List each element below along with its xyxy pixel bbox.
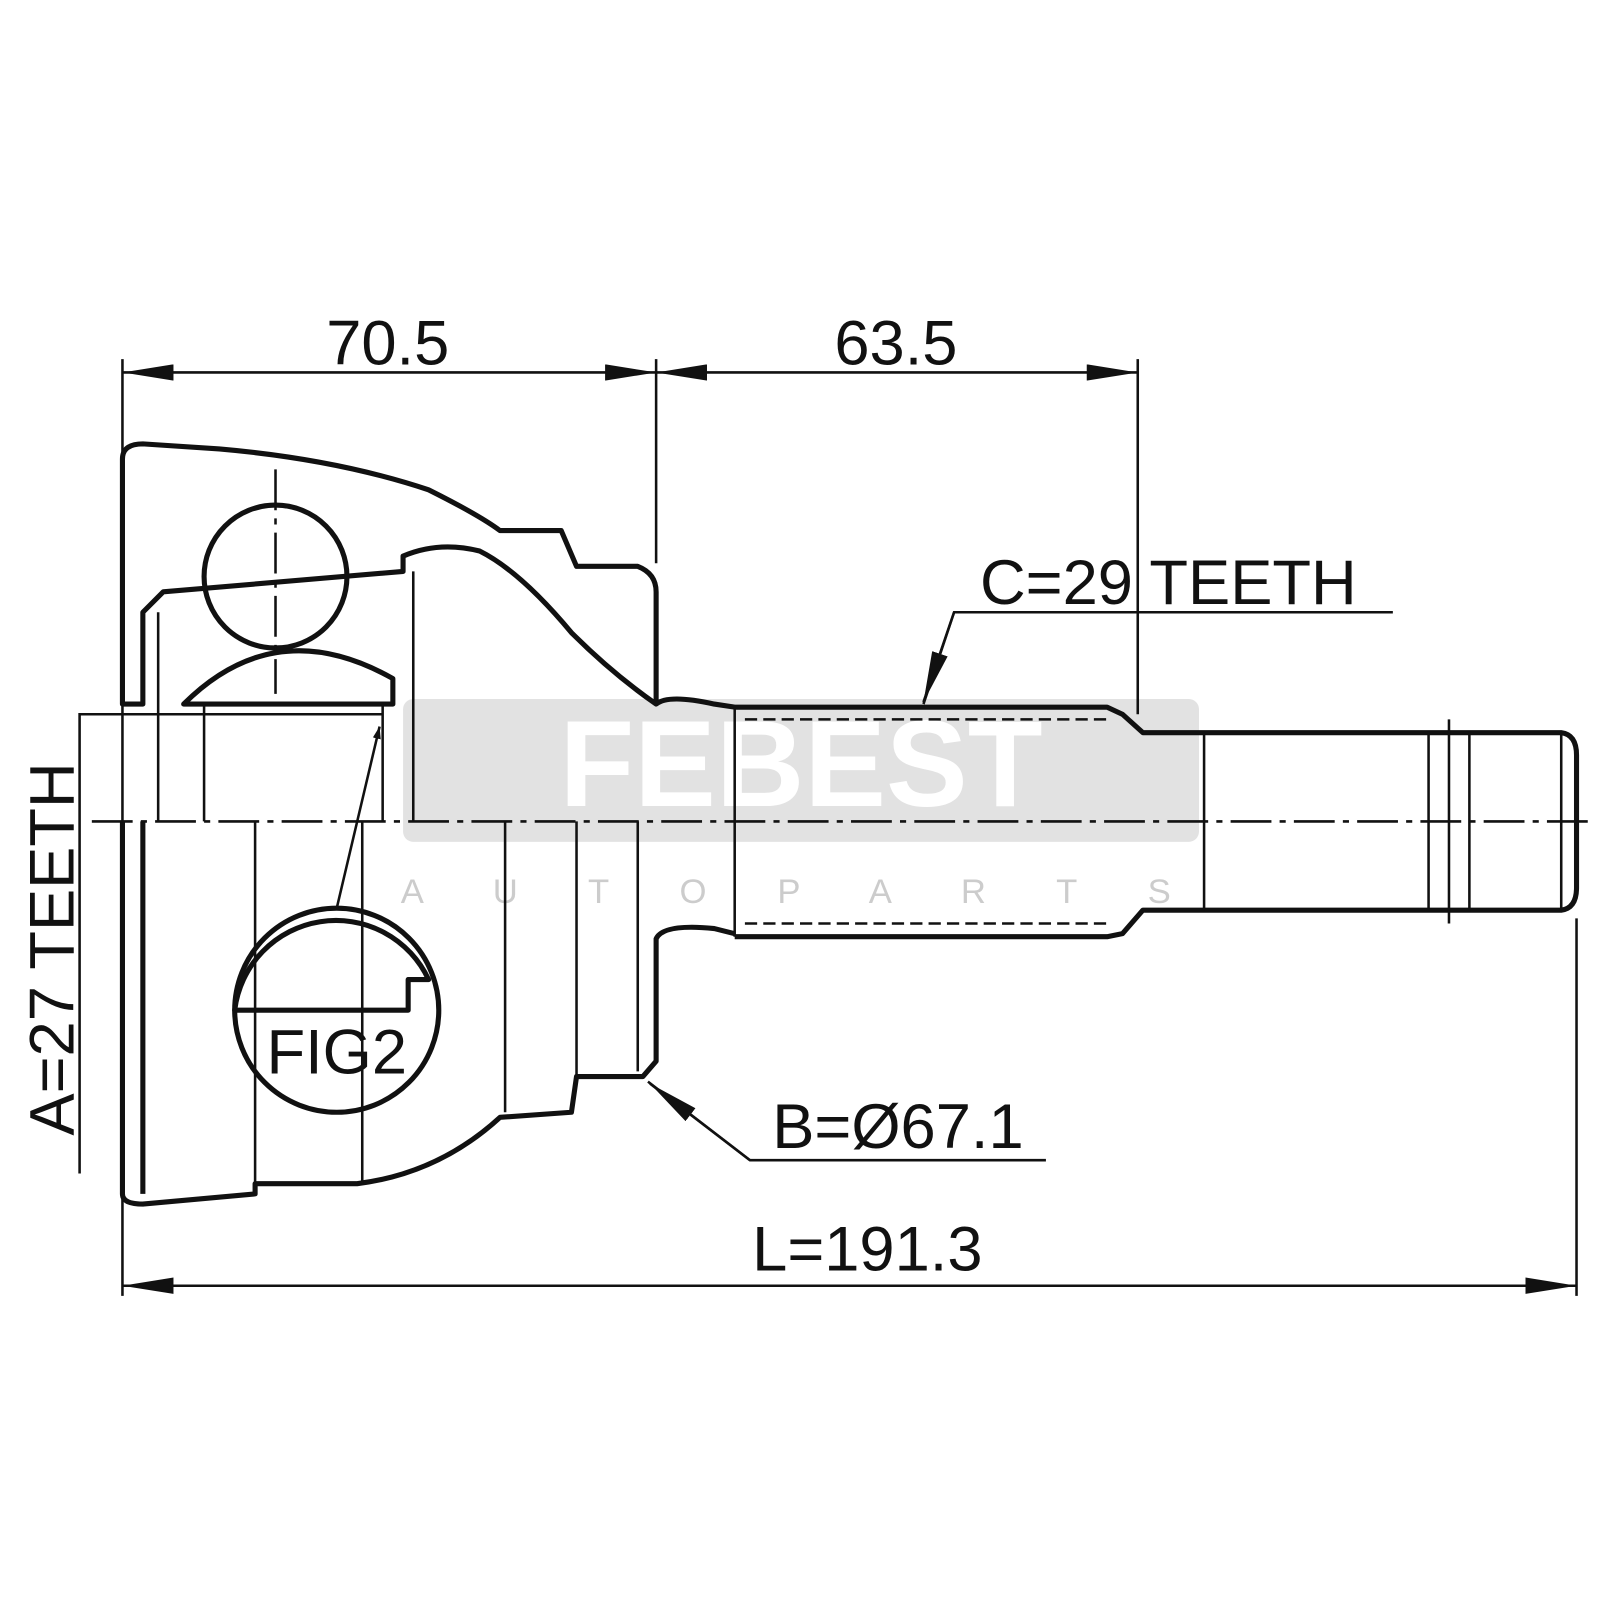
fig2-detail: FIG2	[232, 726, 442, 1115]
watermark-brand: FEBEST	[560, 695, 1043, 832]
watermark: FEBEST A U T O P A R T S	[401, 695, 1202, 911]
dim-shaft-length: 63.5	[834, 308, 957, 378]
watermark-box	[403, 698, 1199, 842]
fig2-label: FIG2	[266, 1017, 407, 1087]
dim-outer-spline: C=29 TEETH	[980, 548, 1357, 618]
watermark-tagline: A U T O P A R T S	[401, 873, 1202, 911]
dim-abs-diameter: B=Ø67.1	[772, 1092, 1023, 1162]
dim-total-length: L=191.3	[752, 1214, 982, 1284]
dim-housing-length: 70.5	[326, 308, 449, 378]
leader-a	[78, 713, 383, 1174]
shaft	[654, 696, 1580, 940]
housing-section	[119, 441, 659, 707]
dim-inner-spline: A=27 TEETH	[17, 762, 87, 1135]
housing-lower	[119, 821, 736, 1207]
inner-race-section	[181, 648, 396, 707]
leader-c	[922, 610, 1393, 705]
